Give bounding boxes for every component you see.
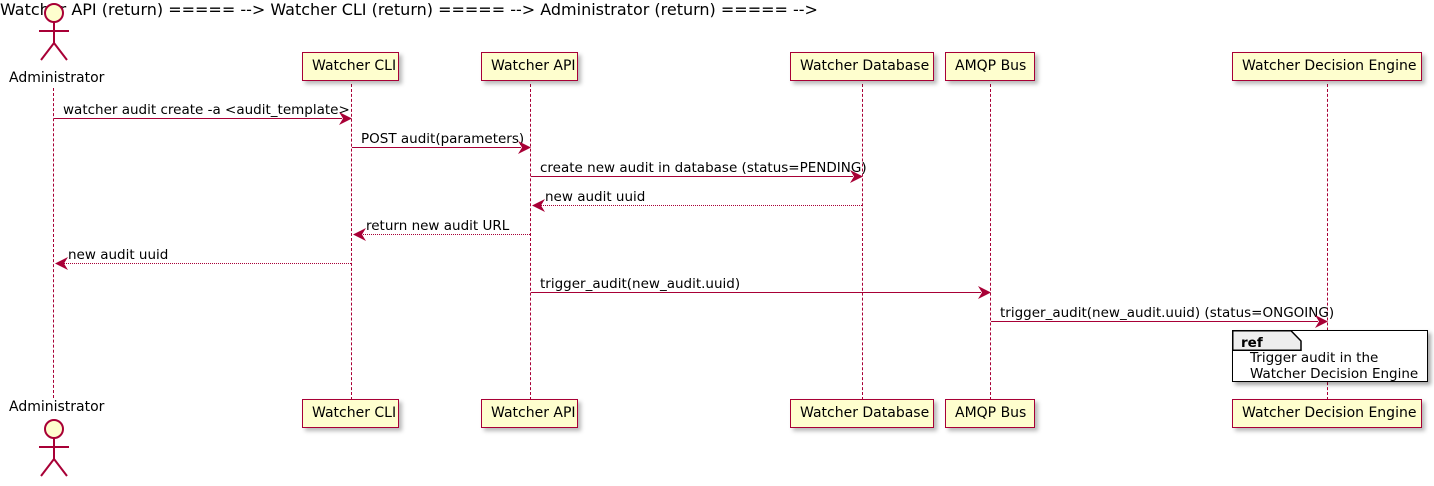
participant-box-watcher-decision-engine-top[interactable]: Watcher Decision Engine — [1232, 52, 1422, 81]
message-line-7 — [531, 292, 981, 293]
message-arrowhead-5 — [352, 227, 368, 246]
message-label-3: create new audit in database (status=PEN… — [540, 160, 867, 176]
message-arrowhead-2 — [516, 140, 532, 159]
message-line-3 — [531, 176, 853, 177]
actor-label-administrator-top: Administrator — [9, 70, 105, 86]
participant-box-amqp-bus-top[interactable]: AMQP Bus — [945, 52, 1035, 81]
message-arrowhead-7 — [976, 285, 992, 304]
message-label-7: trigger_audit(new_audit.uuid) — [540, 276, 741, 292]
message-arrowhead-6 — [54, 256, 70, 275]
message-label-6: new audit uuid — [68, 247, 169, 263]
message-line-8 — [991, 321, 1318, 322]
participant-box-watcher-decision-engine-bottom[interactable]: Watcher Decision Engine — [1232, 399, 1422, 428]
participant-box-watcher-database-bottom[interactable]: Watcher Database — [790, 399, 934, 428]
participant-box-watcher-api-top[interactable]: Watcher API — [481, 52, 578, 81]
lifeline-administrator — [53, 88, 54, 398]
participant-box-watcher-database-top[interactable]: Watcher Database — [790, 52, 934, 81]
message-line-4 — [540, 205, 862, 206]
lifeline-watcher-database — [862, 84, 863, 400]
actor-label-administrator-bottom: Administrator — [9, 399, 105, 415]
message-label-4: new audit uuid — [545, 189, 646, 205]
message-line-5 — [361, 234, 530, 235]
lifeline-watcher-cli — [351, 84, 352, 400]
ref-fragment-line-2: Watcher Decision Engine — [1250, 366, 1419, 382]
ref-fragment-tab-label: ref — [1241, 335, 1263, 351]
participant-box-watcher-api-bottom[interactable]: Watcher API — [481, 399, 578, 428]
message-arrowhead-3 — [848, 169, 864, 188]
participant-box-watcher-cli-bottom[interactable]: Watcher CLI — [302, 399, 399, 428]
message-arrowhead-4 — [531, 198, 547, 217]
message-line-1 — [54, 118, 342, 119]
message-arrowhead-8 — [1313, 314, 1329, 333]
message-label-2: POST audit(parameters) — [361, 131, 525, 147]
participant-box-amqp-bus-bottom[interactable]: AMQP Bus — [945, 399, 1035, 428]
ref-fragment-line-1: Trigger audit in the — [1250, 350, 1379, 366]
ref-fragment-tab-shape — [1232, 330, 1302, 355]
message-label-1: watcher audit create -a <audit_template> — [63, 102, 350, 118]
message-label-5: return new audit URL — [366, 218, 510, 234]
actor-administrator-top — [31, 2, 77, 68]
message-arrowhead-1 — [337, 111, 353, 130]
lifeline-amqp-bus — [990, 84, 991, 400]
message-line-6 — [63, 263, 351, 264]
lifeline-watcher-api — [530, 84, 531, 400]
message-line-2 — [352, 147, 521, 148]
lifeline-watcher-decision-engine — [1327, 84, 1328, 400]
actor-administrator-bottom — [31, 418, 77, 484]
message-label-8: trigger_audit(new_audit.uuid) (status=ON… — [1000, 305, 1335, 321]
participant-box-watcher-cli-top[interactable]: Watcher CLI — [302, 52, 399, 81]
